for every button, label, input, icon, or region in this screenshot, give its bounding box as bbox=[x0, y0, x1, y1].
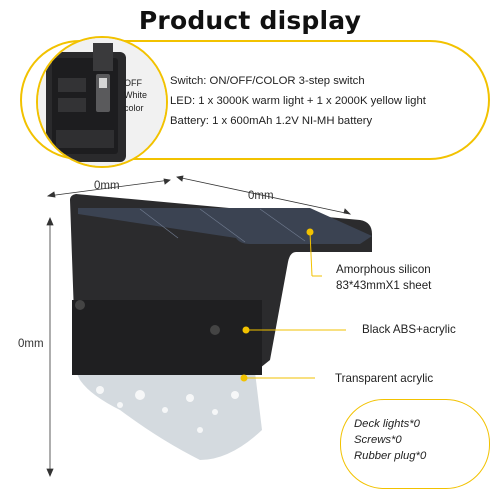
accessory-rubber-plug: Rubber plug*0 bbox=[354, 450, 427, 462]
callout-solar-line1: Amorphous silicon bbox=[336, 263, 431, 276]
dimension-depth: 0mm bbox=[248, 190, 274, 202]
switch-off-label: OFF bbox=[124, 78, 142, 88]
dimension-width: 0mm bbox=[94, 180, 120, 192]
callout-body: Black ABS+acrylic bbox=[362, 323, 456, 336]
callout-lens: Transparent acrylic bbox=[335, 372, 434, 385]
dimension-height: 0mm bbox=[18, 338, 44, 350]
switch-closeup-image bbox=[36, 36, 168, 168]
switch-white-label: White bbox=[124, 90, 148, 100]
spec-switch: Switch: ON/OFF/COLOR 3-step switch bbox=[170, 75, 365, 87]
spec-led: LED: 1 x 3000K warm light + 1 x 2000K ye… bbox=[170, 95, 426, 107]
accessories-box bbox=[340, 399, 490, 489]
page-title: Product display bbox=[138, 6, 362, 35]
accessory-deck-lights: Deck lights*0 bbox=[354, 418, 420, 430]
accessory-screws: Screws*0 bbox=[354, 434, 402, 446]
spec-battery: Battery: 1 x 600mAh 1.2V NI-MH battery bbox=[170, 115, 373, 127]
switch-closeup-icon bbox=[38, 38, 166, 166]
switch-color-label: color bbox=[124, 103, 144, 113]
callout-solar-line2: 83*43mmX1 sheet bbox=[336, 279, 432, 292]
